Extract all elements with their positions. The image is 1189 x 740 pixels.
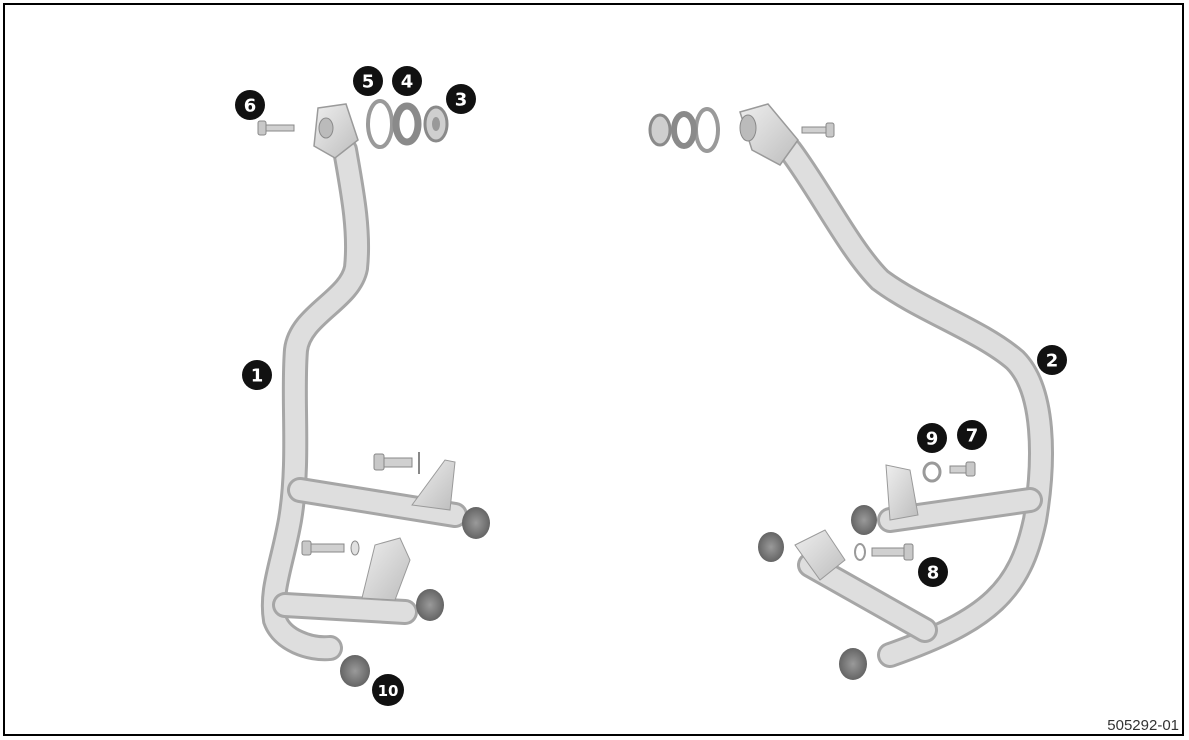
- svg-text:2: 2: [1046, 351, 1059, 372]
- washer-5-icon: [366, 99, 394, 149]
- svg-text:3: 3: [455, 90, 468, 111]
- bolt-8-icon: [871, 543, 914, 561]
- callout-2: 2: [1037, 345, 1067, 375]
- lower-bolt-icon: [301, 540, 360, 556]
- end-cap-upper-icon: [462, 507, 490, 539]
- callout-10: 10: [372, 674, 404, 706]
- left-crash-bar: [257, 99, 490, 687]
- upper-bolt-icon: [373, 452, 420, 474]
- part-number-label: 505292-01: [1107, 717, 1179, 734]
- svg-text:9: 9: [926, 429, 939, 450]
- callout-8: 8: [918, 557, 948, 587]
- callout-3: 3: [446, 84, 476, 114]
- svg-text:6: 6: [244, 96, 257, 117]
- bolt-7-icon: [949, 461, 976, 477]
- callout-7: 7: [957, 420, 987, 450]
- end-cap-right-lower-icon: [758, 532, 784, 562]
- svg-text:4: 4: [401, 72, 414, 93]
- end-cap-right-bottom-icon: [839, 648, 867, 680]
- washer-9-icon: [922, 461, 942, 483]
- callout-5: 5: [353, 66, 383, 96]
- end-cap-lower-icon: [416, 589, 444, 621]
- svg-text:5: 5: [362, 72, 375, 93]
- callout-9: 9: [917, 423, 947, 453]
- figure-frame: [3, 3, 1184, 736]
- callout-4: 4: [392, 66, 422, 96]
- svg-text:7: 7: [966, 426, 979, 447]
- bolt-6-icon: [257, 120, 295, 136]
- end-cap-10-icon: [340, 655, 370, 687]
- callout-1: 1: [242, 360, 272, 390]
- end-cap-right-upper-icon: [851, 505, 877, 535]
- bolt-top-right-icon: [801, 122, 835, 138]
- callout-6: 6: [235, 90, 265, 120]
- washer-4-icon: [392, 102, 422, 146]
- svg-text:1: 1: [251, 366, 264, 387]
- svg-text:10: 10: [378, 682, 399, 700]
- right-crash-bar: [648, 103, 1054, 680]
- svg-text:8: 8: [927, 563, 940, 584]
